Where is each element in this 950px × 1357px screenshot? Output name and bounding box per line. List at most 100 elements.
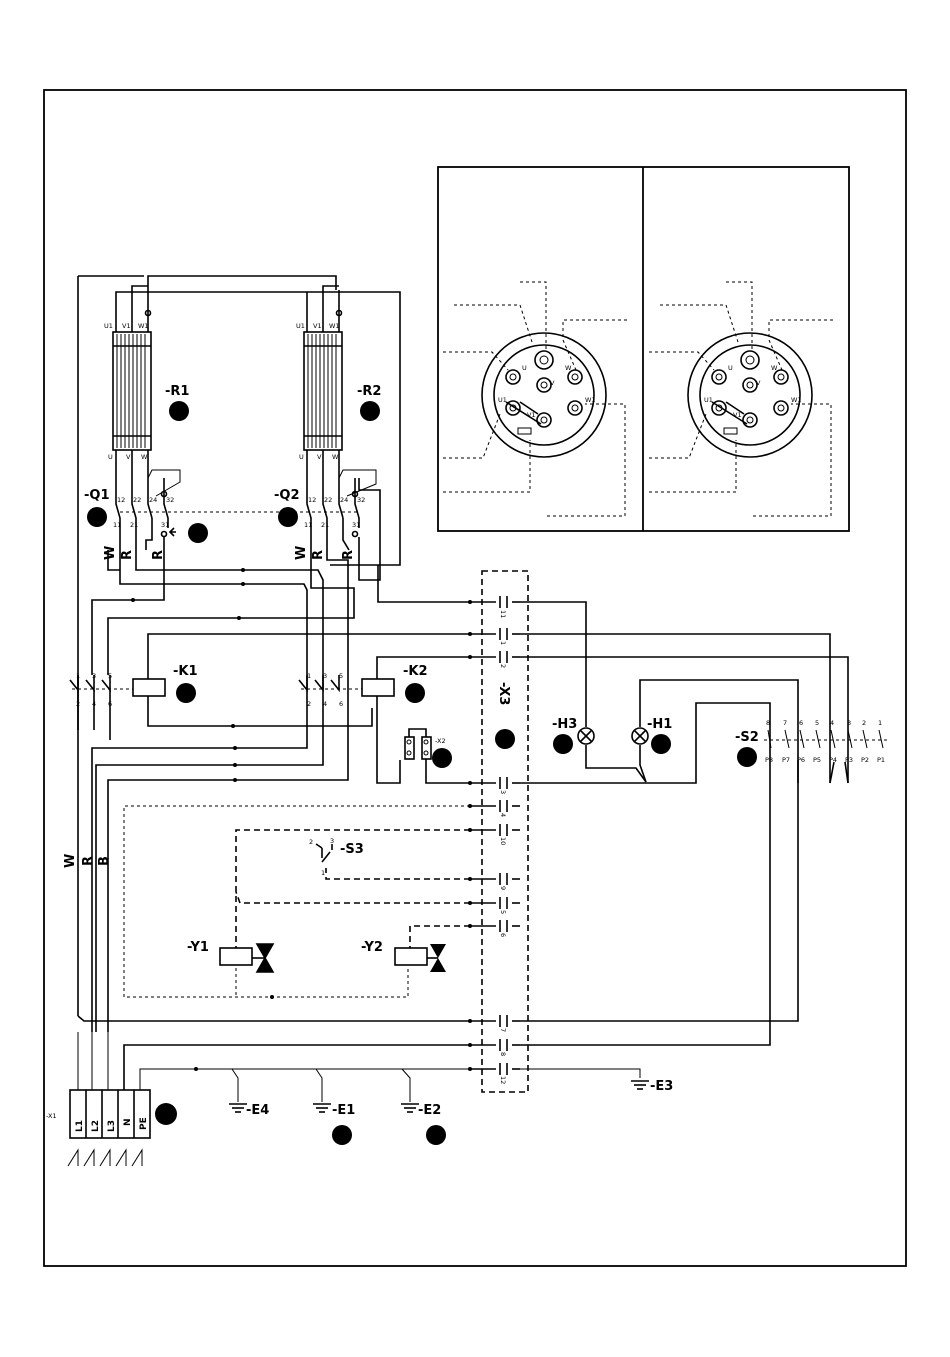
svg-text:V1: V1 bbox=[527, 411, 536, 419]
svg-text:W: W bbox=[565, 364, 572, 372]
callout-marker bbox=[176, 683, 196, 703]
callout-markers bbox=[87, 401, 757, 1145]
svg-text:2: 2 bbox=[76, 700, 80, 708]
svg-text:12: 12 bbox=[117, 496, 125, 504]
svg-text:7: 7 bbox=[783, 719, 787, 727]
svg-text:P8: P8 bbox=[765, 756, 773, 764]
svg-text:V1: V1 bbox=[122, 322, 131, 330]
svg-text:4: 4 bbox=[92, 700, 96, 708]
svg-text:3: 3 bbox=[92, 672, 96, 680]
svg-text:1: 1 bbox=[307, 672, 311, 680]
callout-marker bbox=[432, 748, 452, 768]
svg-text:R: R bbox=[81, 856, 96, 866]
svg-text:V: V bbox=[550, 379, 555, 387]
svg-text:PE: PE bbox=[139, 1117, 149, 1130]
contactor-terminal-labels: 1 3 5 2 4 6 1 3 5 2 4 6 bbox=[76, 672, 343, 708]
label-y2: -Y2 bbox=[361, 940, 383, 955]
plug-terminal-label: V bbox=[756, 379, 761, 387]
label-x3: -X3 bbox=[496, 682, 511, 705]
plug-terminal-label: W1 bbox=[791, 396, 802, 404]
label-e4: -E4 bbox=[246, 1103, 269, 1118]
svg-text:R: R bbox=[120, 550, 135, 560]
supply-arrows bbox=[67, 1148, 143, 1167]
svg-text:W1: W1 bbox=[138, 322, 149, 330]
valve-y2 bbox=[394, 944, 446, 972]
callout-marker bbox=[188, 523, 208, 543]
label-k2: -K2 bbox=[403, 664, 428, 679]
svg-text:12: 12 bbox=[499, 1076, 507, 1084]
label-q2: -Q2 bbox=[274, 488, 300, 503]
svg-text:U: U bbox=[108, 453, 113, 461]
control-wiring bbox=[123, 805, 470, 998]
svg-text:1: 1 bbox=[878, 719, 882, 727]
label-x1: -X1 bbox=[46, 1112, 57, 1120]
valve-y1 bbox=[219, 943, 275, 973]
s2-contacts bbox=[764, 729, 888, 749]
right-wiring bbox=[520, 601, 849, 1046]
switch-s3: 2 3 1 bbox=[309, 837, 334, 877]
label-k1: -K1 bbox=[173, 664, 198, 679]
heater-r1 bbox=[112, 290, 152, 492]
svg-text:W1: W1 bbox=[329, 322, 340, 330]
label-h3: -H3 bbox=[552, 717, 577, 732]
svg-text:N: N bbox=[123, 1118, 133, 1126]
svg-text:11: 11 bbox=[304, 521, 312, 529]
svg-text:31: 31 bbox=[352, 521, 360, 529]
svg-text:P7: P7 bbox=[782, 756, 790, 764]
svg-text:32: 32 bbox=[166, 496, 174, 504]
svg-text:2: 2 bbox=[862, 719, 866, 727]
selector-switch-s2: 8 7 6 5 4 3 2 1 P8 P7 P6 P5 P4 P3 P2 P1 bbox=[764, 719, 888, 764]
svg-text:5: 5 bbox=[108, 672, 112, 680]
component-labels: -R1 -R2 -Q1 -Q2 -K1 -K2 -X3 -H3 -H1 -S2 … bbox=[46, 384, 759, 1120]
heater-terminal-labels: U1 V1 W1 U V W U1 V1 W1 U V W bbox=[104, 322, 340, 461]
label-e1: -E1 bbox=[332, 1103, 355, 1118]
label-h1: -H1 bbox=[647, 717, 672, 732]
plug-detail-right bbox=[649, 281, 833, 517]
svg-text:B: B bbox=[97, 856, 112, 866]
x3-terminals bbox=[468, 596, 520, 1075]
supply-terminal-x1: L1 L2 L3 N PE bbox=[67, 1089, 151, 1167]
svg-text:U1: U1 bbox=[296, 322, 305, 330]
svg-text:W: W bbox=[332, 453, 339, 461]
svg-text:6: 6 bbox=[108, 700, 112, 708]
svg-text:P4: P4 bbox=[829, 756, 837, 764]
label-s2: -S2 bbox=[735, 730, 759, 745]
x3-terminal-labels: 11 1 2 3 4 10 9 5 6 7 8 12 bbox=[499, 610, 507, 1084]
outer-frame bbox=[43, 89, 907, 1267]
bottom-wiring bbox=[77, 1015, 641, 1102]
junction-dots bbox=[131, 568, 472, 1071]
svg-text:3: 3 bbox=[330, 837, 334, 845]
svg-text:R: R bbox=[311, 550, 326, 560]
svg-text:U1: U1 bbox=[104, 322, 113, 330]
svg-text:24: 24 bbox=[340, 496, 348, 504]
svg-text:P5: P5 bbox=[813, 756, 821, 764]
svg-text:V1: V1 bbox=[313, 322, 322, 330]
callout-marker bbox=[553, 734, 573, 754]
svg-text:W: W bbox=[141, 453, 148, 461]
svg-text:10: 10 bbox=[499, 837, 507, 845]
label-e2: -E2 bbox=[418, 1103, 441, 1118]
svg-text:22: 22 bbox=[133, 496, 141, 504]
label-y1: -Y1 bbox=[187, 940, 209, 955]
svg-text:U1: U1 bbox=[498, 396, 507, 404]
callout-marker bbox=[737, 747, 757, 767]
lamp-h3 bbox=[577, 727, 595, 745]
svg-text:2: 2 bbox=[499, 664, 507, 668]
svg-text:5: 5 bbox=[339, 672, 343, 680]
callout-marker bbox=[87, 507, 107, 527]
svg-text:3: 3 bbox=[499, 790, 507, 794]
svg-text:21: 21 bbox=[321, 521, 329, 529]
contactor-k1 bbox=[69, 633, 470, 740]
plug-terminal-label: V1 bbox=[733, 411, 742, 419]
label-q1: -Q1 bbox=[84, 488, 110, 503]
svg-text:W: W bbox=[294, 546, 309, 560]
plug-right-terminal-labels: U V W U1 V1 W1 bbox=[704, 364, 802, 419]
callout-marker bbox=[278, 507, 298, 527]
svg-text:L2: L2 bbox=[91, 1120, 101, 1132]
mid-wiring bbox=[77, 478, 470, 1032]
svg-text:3: 3 bbox=[847, 719, 851, 727]
svg-text:R: R bbox=[341, 550, 356, 560]
svg-text:22: 22 bbox=[324, 496, 332, 504]
